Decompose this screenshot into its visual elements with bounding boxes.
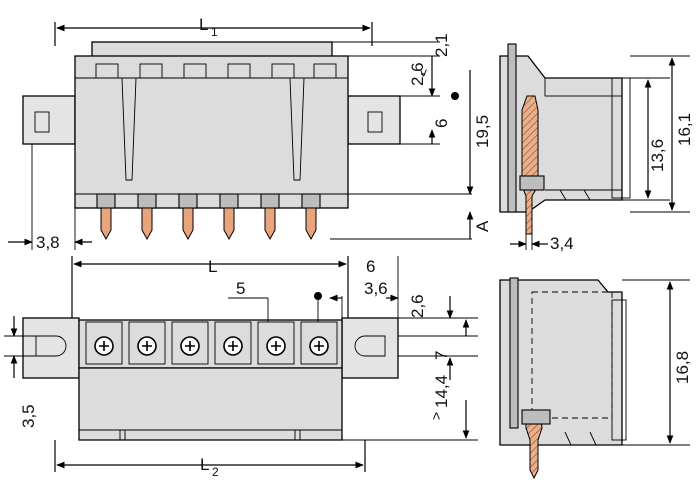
dim-2-6-mid: 2,6 [408,294,427,318]
housing-body [74,55,349,209]
dim-16-1: 16,1 [675,113,694,146]
datum-dot-top [451,92,459,100]
dim-l1: L [199,15,208,34]
plug-body [78,319,343,369]
dim-l: L [208,257,217,276]
dim-l1-sub: 1 [211,25,218,39]
dim-3-4: 3,4 [550,234,574,253]
terminal-cells [85,321,338,365]
dim-6-mid: 6 [366,257,375,276]
dim-3-5: 3,5 [19,404,38,428]
dim-l2: L [200,455,209,474]
top-slots [95,63,337,79]
right-flange-slot [367,111,383,133]
bottom-side-view: 16,8 [499,277,692,480]
left-flange-bottom [22,317,80,379]
side-contact [521,95,539,235]
right-flange [347,95,401,145]
plug-side-housing [499,279,623,446]
dim-l2-sub: 2 [212,465,219,479]
dim-7: 7 [432,351,451,360]
symbol-greater-than: > [428,412,444,420]
dim-3-8: 3,8 [36,233,60,252]
dim-6-top: 6 [432,119,451,128]
dim-2-6-top: 2,6 [408,62,427,86]
dim-5: 5 [236,279,245,298]
side-latch [507,43,517,213]
screw-icons [94,336,329,356]
dim-16-8: 16,8 [673,351,692,384]
plug-side-latch [509,277,519,429]
top-side-view: 13,6 16,1 3,4 [499,43,694,253]
pin-bases [96,193,321,209]
right-flange-hole [354,335,386,357]
left-lever [121,77,137,181]
bottom-front-view: L 5 6 3,6 2,6 7 > 14,4 3,5 [4,256,478,479]
right-flange-bottom [341,317,399,379]
left-flange-hole [35,335,67,357]
right-lever [289,77,305,181]
symbol-less-than: < [415,69,431,77]
left-flange-slot [34,111,50,133]
dim-3-6: 3,6 [364,279,388,298]
dim-14-4: 14,4 [432,375,451,408]
side-contact-base [519,175,545,191]
pins-top [100,207,317,241]
dim-19-5: 19,5 [473,115,492,148]
dim-2-1: 2,1 [432,33,451,57]
datum-dot-bottom [314,292,322,300]
plug-lower [78,367,343,441]
top-front-view: L 1 2,1 < 2,6 6 19,5 A 3,8 [8,15,492,252]
dim-13-6: 13,6 [648,139,667,172]
side-housing [499,55,623,213]
dim-a: A [473,220,492,232]
